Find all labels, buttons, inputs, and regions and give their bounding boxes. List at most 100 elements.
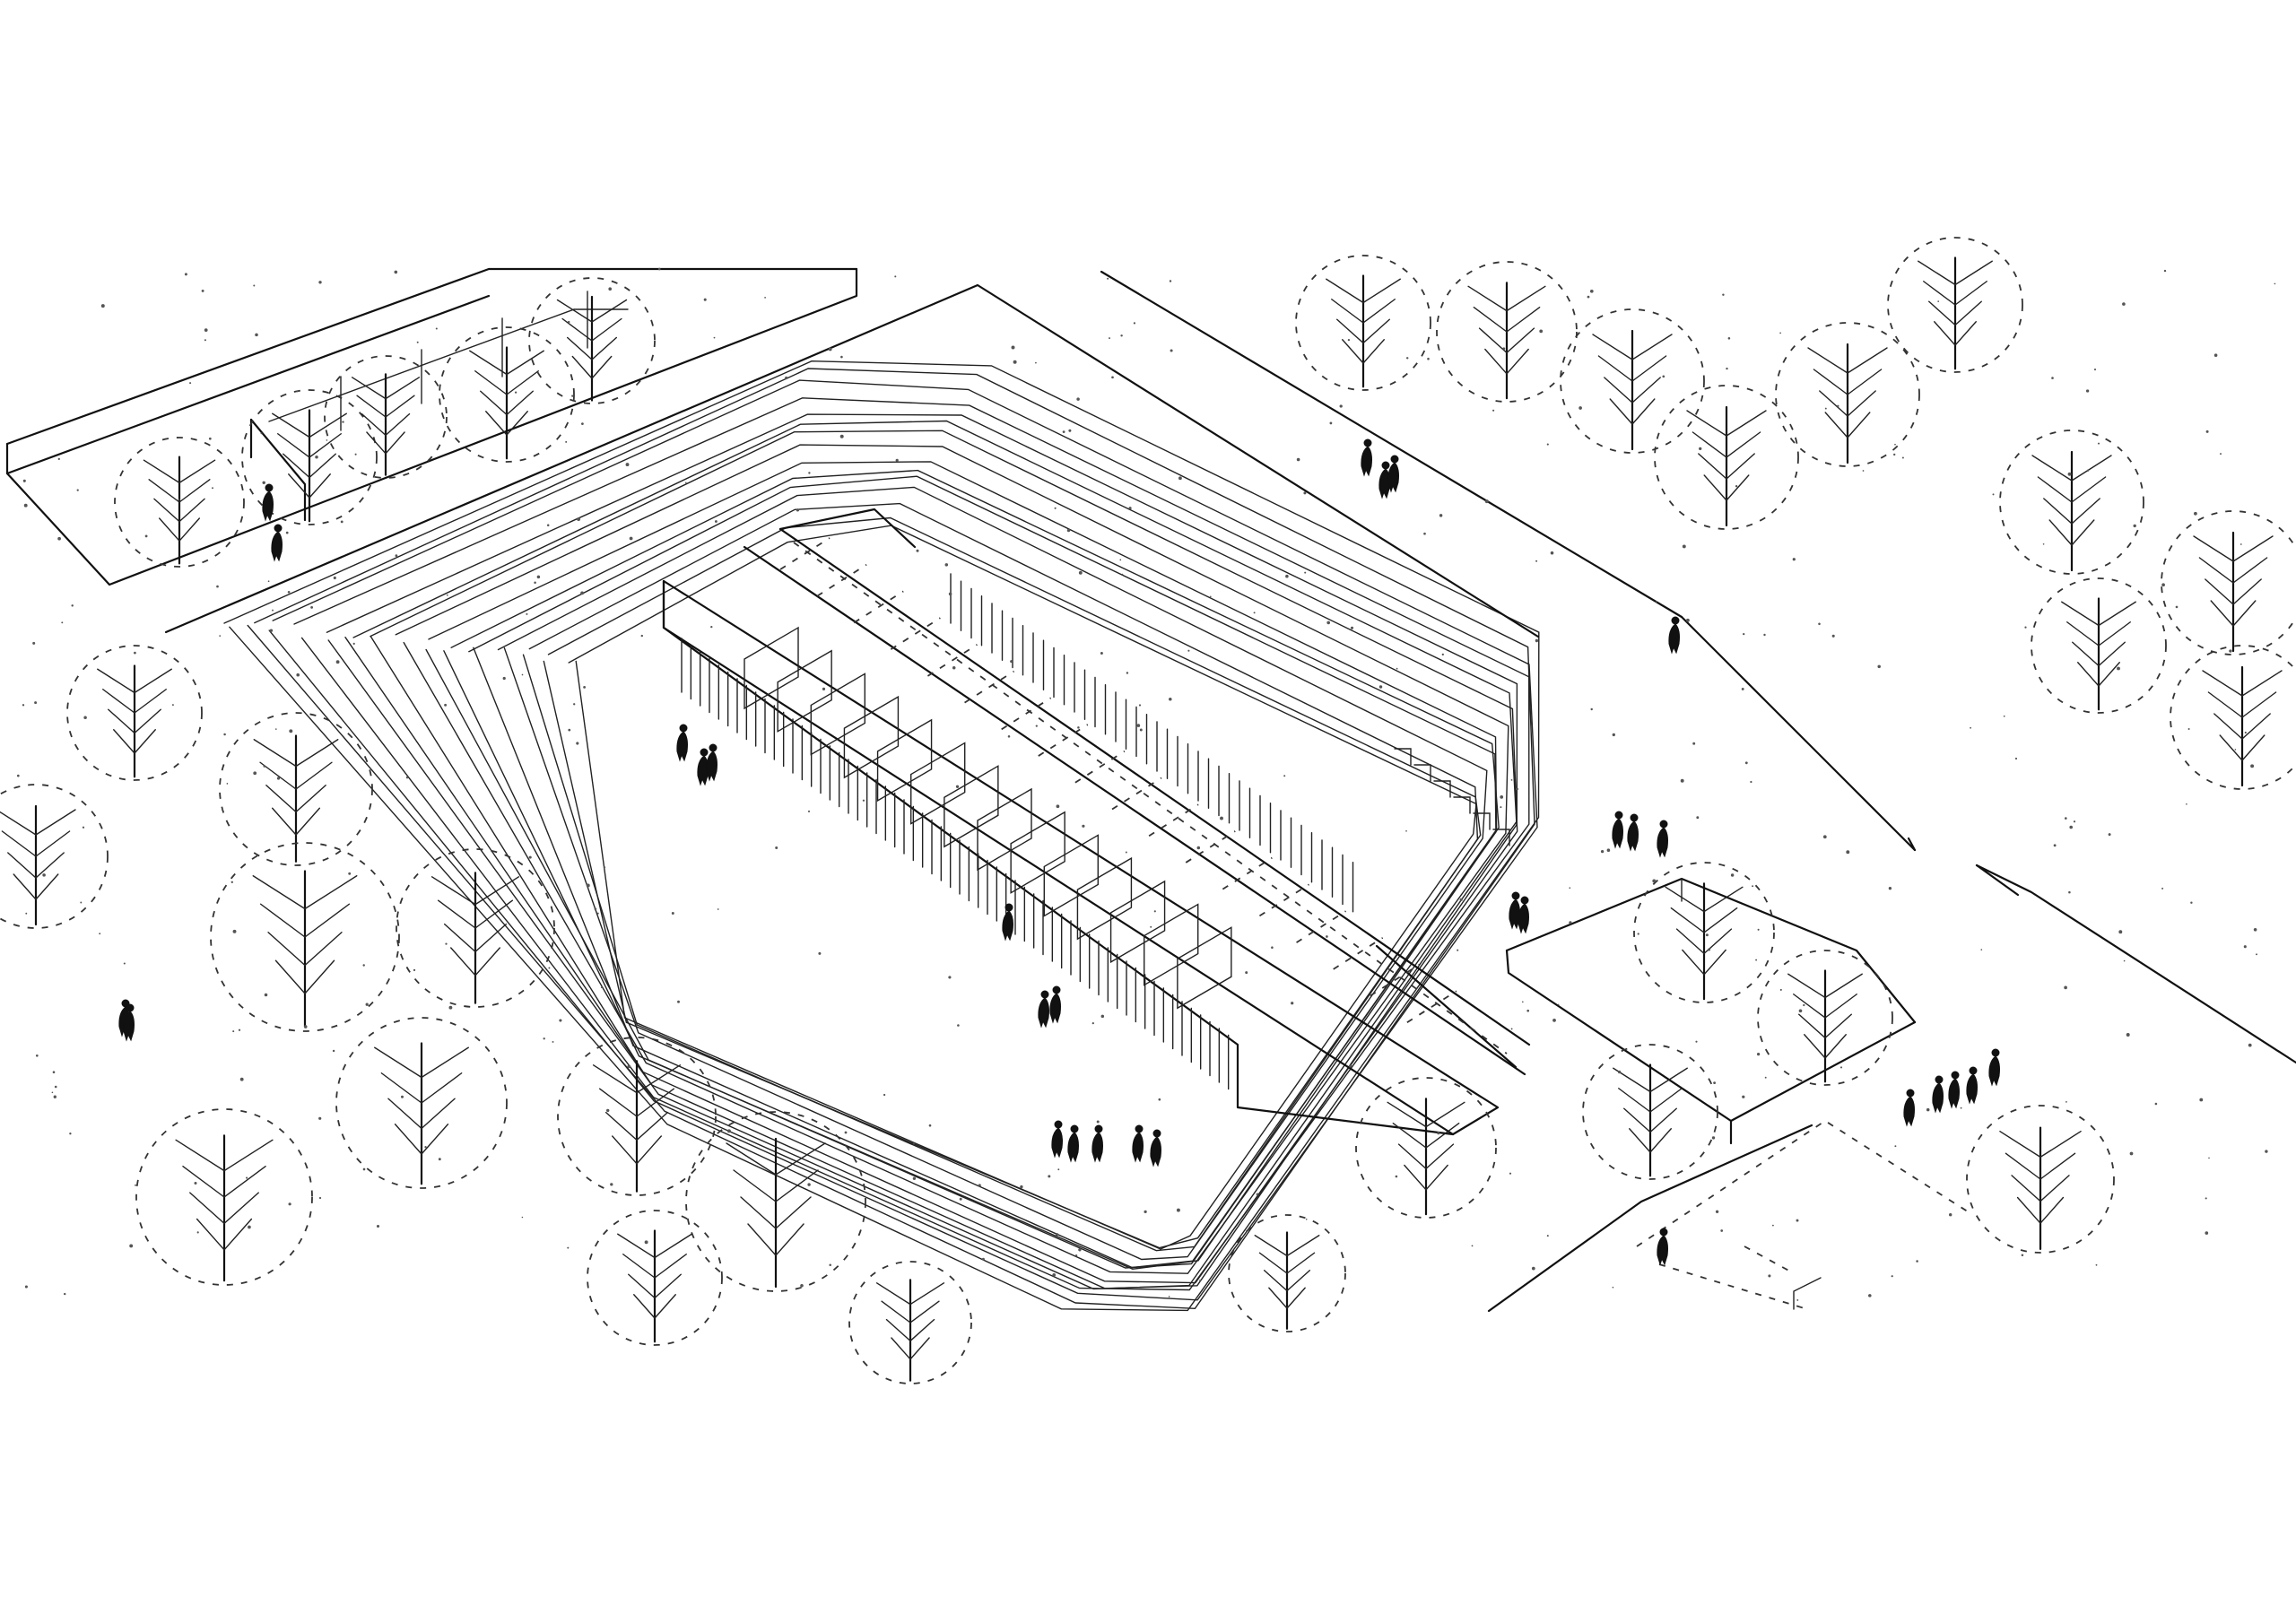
ground-speck (2253, 928, 2257, 932)
tree-branch (223, 1192, 259, 1225)
tree-branch (636, 1088, 675, 1117)
tree-branch (277, 433, 310, 458)
ground-speck (2117, 666, 2120, 671)
human-figure (1903, 1096, 1915, 1127)
ground-speck (2129, 1151, 2134, 1156)
ground-speck (952, 666, 956, 670)
roof-panel (1074, 751, 1126, 784)
tree-branch (2011, 1175, 2041, 1202)
ground-speck (552, 1040, 554, 1043)
ground-speck (514, 391, 517, 394)
ground-speck (627, 1064, 631, 1069)
ground-speck (1509, 1172, 1512, 1175)
ground-speck (401, 1095, 404, 1098)
ground-speck (129, 1244, 134, 1248)
tree-branch (1362, 278, 1401, 304)
tree-branch (1506, 327, 1535, 354)
tree-branch (265, 785, 297, 813)
ground-speck (1722, 293, 1725, 296)
ground-speck (1779, 988, 1782, 991)
tree-branch (598, 1088, 638, 1117)
human-figure (1387, 462, 1399, 493)
ground-speck (2108, 833, 2111, 837)
ground-speck (1196, 846, 1201, 850)
tree-branch (1609, 398, 1633, 425)
tree-branch (304, 875, 358, 910)
tree-branch (485, 411, 508, 436)
ground-speck (1569, 921, 1572, 924)
ground-speck (1713, 1081, 1716, 1084)
tree-canopy (1757, 950, 1893, 1086)
ground-speck (335, 660, 340, 664)
tree-branch (1824, 1013, 1852, 1039)
tree-canopy (848, 1261, 972, 1384)
ground-speck (1347, 338, 1351, 342)
tree-branch (2005, 1152, 2041, 1180)
tree-branch (0, 811, 37, 836)
ground-speck (1682, 544, 1686, 549)
roof-panel (1148, 803, 1199, 837)
tree-branch (1649, 1088, 1683, 1113)
ground-speck (1692, 742, 1696, 745)
ground-speck (99, 933, 101, 935)
tree-branch (2071, 455, 2112, 482)
roof-panel (1222, 856, 1273, 890)
tree-branch (2039, 1196, 2065, 1224)
ground-speck (1652, 879, 1657, 883)
ground-speck (1304, 571, 1307, 574)
ground-speck (274, 728, 277, 730)
tree-branch (506, 370, 539, 395)
tree-branch (253, 739, 297, 768)
ground-speck (1056, 804, 1060, 809)
tree-branch (480, 390, 508, 416)
ground-speck (2213, 353, 2218, 357)
ground-speck (354, 453, 357, 456)
tree-branch (1665, 886, 1705, 913)
tree-branch (148, 479, 180, 503)
ground-speck (76, 489, 79, 491)
human-figure (1150, 1136, 1161, 1167)
contour-line (344, 420, 1518, 1289)
ground-speck (1796, 1219, 1799, 1222)
tree-branch (1623, 1107, 1651, 1133)
human-figure-head (679, 724, 688, 733)
ground-speck (1133, 322, 1136, 325)
tree-branch (134, 729, 156, 754)
tree-branch (591, 336, 617, 360)
human-figure-head (1363, 438, 1372, 447)
tree-branch (304, 959, 335, 994)
ground-speck (928, 1124, 932, 1127)
ground-speck (2250, 764, 2255, 768)
tree-branch (909, 1337, 930, 1360)
tree-branch (1649, 1067, 1688, 1093)
tree-canopy (335, 1017, 508, 1189)
ground-speck (2205, 1231, 2209, 1235)
site-boundary (164, 270, 2296, 1313)
ground-speck (959, 1197, 962, 1201)
human-figure-head (1054, 1120, 1063, 1129)
tree-branch (556, 299, 593, 323)
ground-speck (1405, 829, 1407, 832)
contour-line (543, 516, 1482, 1249)
ground-speck (376, 1224, 380, 1228)
human-figure-head (1659, 1228, 1668, 1237)
tree-branch (592, 1064, 638, 1094)
ground-speck (828, 347, 832, 352)
ground-speck (333, 576, 336, 580)
ground-speck (134, 651, 136, 655)
tree-branch (1467, 285, 1508, 312)
contour-line (268, 379, 1538, 1301)
ground-speck (246, 1176, 248, 1179)
ground-speck (1020, 1185, 1023, 1189)
ground-speck (2239, 543, 2242, 545)
ground-speck (1138, 704, 1142, 707)
ground-speck (521, 1216, 524, 1219)
ground-speck (1168, 1296, 1170, 1298)
roof-panel (890, 617, 941, 650)
ground-speck (1109, 337, 1110, 340)
tree-branch (385, 431, 405, 455)
contour-line (293, 397, 1530, 1291)
ground-speck (296, 390, 299, 393)
tree-branch (617, 1233, 656, 1259)
roof-panel (1185, 830, 1236, 864)
